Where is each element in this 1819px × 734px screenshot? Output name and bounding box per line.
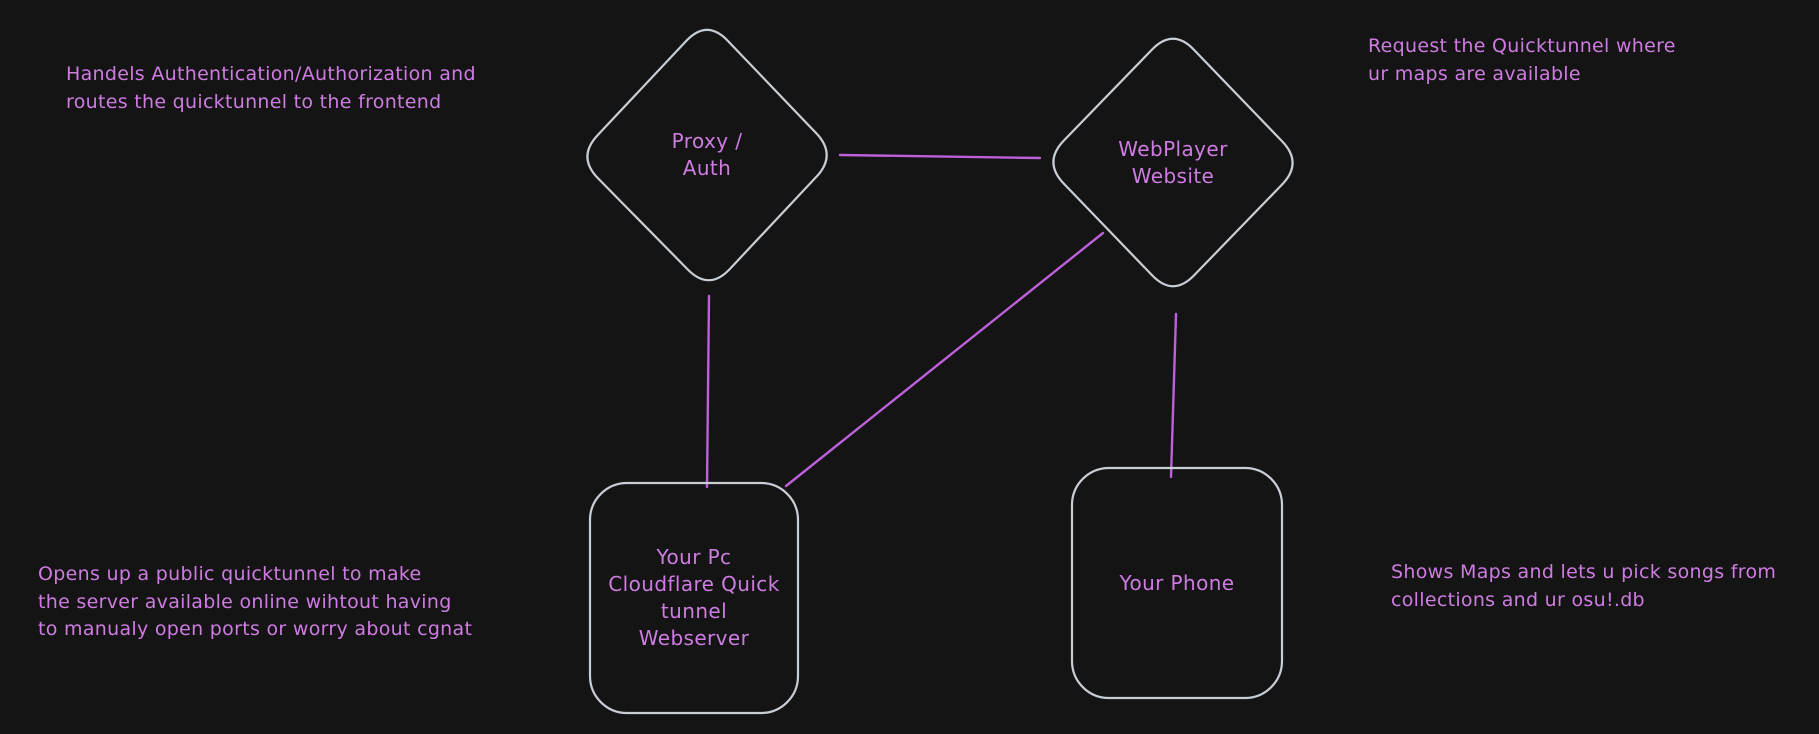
connector-webplayer-phone[interactable]: [1169, 312, 1178, 479]
note-line: Request the Quicktunnel where: [1368, 35, 1676, 57]
note-line: the server available online wihtout havi…: [38, 590, 452, 613]
note-line: to manualy open ports or worry about cgn…: [38, 618, 473, 640]
note-line: Shows Maps and lets u pick songs from: [1391, 561, 1777, 583]
note-line: routes the quicktunnel to the frontend: [66, 90, 442, 113]
box-your-pc-webserver[interactable]: [588, 481, 800, 715]
note-line: Handels Authentication/Authorization and: [66, 63, 476, 85]
note-auth-routing[interactable]: Handels Authentication/Authorization and…: [66, 61, 476, 116]
connector-webplayer-pc[interactable]: [784, 231, 1105, 488]
box-your-phone[interactable]: [1070, 466, 1284, 700]
note-line: ur maps are available: [1368, 62, 1581, 85]
connector-proxy-pc[interactable]: [705, 294, 711, 489]
note-line: collections and ur osu!.db: [1391, 588, 1645, 611]
note-line: Opens up a public quicktunnel to make: [38, 563, 422, 585]
diamond-proxy-auth[interactable]: [586, 28, 828, 282]
connector-proxy-webplayer[interactable]: [838, 153, 1042, 160]
note-public-quicktunnel[interactable]: Opens up a public quicktunnel to make th…: [38, 561, 472, 644]
note-shows-maps[interactable]: Shows Maps and lets u pick songs from co…: [1391, 559, 1776, 614]
diamond-webplayer-website[interactable]: [1052, 37, 1294, 288]
note-quicktunnel-request[interactable]: Request the Quicktunnel where ur maps ar…: [1368, 33, 1676, 88]
